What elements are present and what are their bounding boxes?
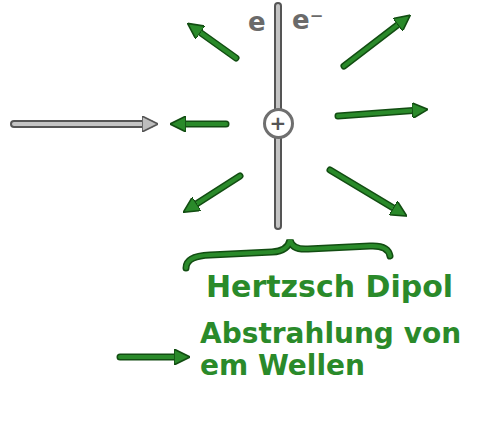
arrow-outline [190,176,240,208]
radiation-arrow [194,28,236,58]
radiation-arrow [178,122,226,126]
radiation-arrow [330,170,400,212]
arrow-outline [194,28,236,58]
radiation-arrow [338,110,420,116]
arrow-outline [344,20,404,66]
radiation-arrows [178,20,420,212]
electron-symbol: e⁻ [292,6,323,36]
incoming-wave-arrow [14,124,150,125]
arrow-outline [178,121,226,128]
electron-symbol: e [248,8,266,38]
radiation-arrow [344,20,404,66]
charge-sign: + [270,112,287,135]
arrow-outline [330,170,400,212]
radiation-note: Abstrahlung von em Wellen [200,318,480,382]
arrow-outline [338,110,420,116]
pointer-arrow [120,357,182,358]
dipole-title: Hertzsch Dipol [206,270,481,305]
radiation-arrow [190,176,240,208]
charge-circle: + [263,108,294,139]
curly-brace [186,240,390,268]
